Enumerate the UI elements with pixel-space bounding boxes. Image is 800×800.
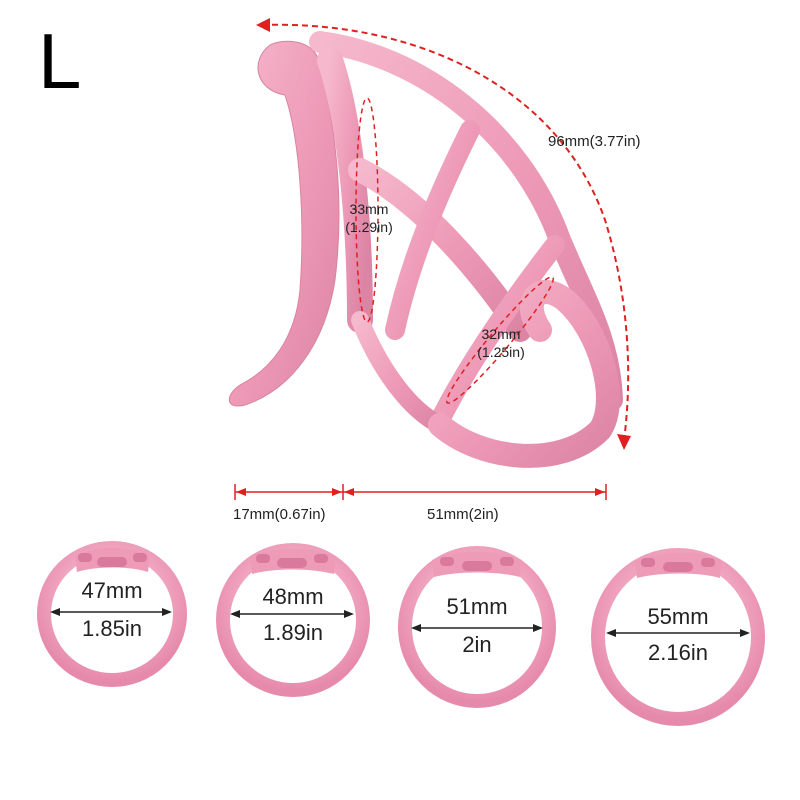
gap-label: 17mm(0.67in) <box>233 506 326 523</box>
ring-3 <box>398 546 556 708</box>
ring-2-in: 1.89in <box>263 620 323 645</box>
tip-diameter-mm: 32mm <box>481 326 521 342</box>
base-diameter-mm: 33mm <box>349 201 389 217</box>
base-diameter-in: (1.29in) <box>345 219 393 235</box>
size-label: L <box>38 17 82 105</box>
tip-diameter-in: (1.25in) <box>477 344 525 360</box>
ring-4-in: 2.16in <box>648 640 708 665</box>
length-arc-arrow <box>256 18 631 450</box>
base-diameter-marker <box>355 97 379 323</box>
tip-diameter-marker <box>445 276 555 404</box>
tip-diameter-label: 32mm (1.25in) <box>466 325 536 361</box>
ring-2 <box>216 543 370 697</box>
cage-base-ring <box>228 40 340 407</box>
base-diameter-label: 33mm (1.29in) <box>334 200 404 236</box>
ring-1 <box>37 541 187 687</box>
cage-depth-label: 51mm(2in) <box>427 506 499 523</box>
ring-1-in: 1.85in <box>82 616 142 641</box>
cage-body <box>309 31 623 468</box>
ring-3-mm: 51mm <box>446 594 508 619</box>
ring-2-mm: 48mm <box>262 584 324 609</box>
ring-4-mm: 55mm <box>647 604 709 629</box>
ring-3-in: 2in <box>462 632 492 657</box>
ring-4 <box>591 548 765 726</box>
length-label: 96mm(3.77in) <box>548 133 641 150</box>
ring-1-mm: 47mm <box>81 578 143 603</box>
horizontal-dimension-lines <box>234 484 607 500</box>
